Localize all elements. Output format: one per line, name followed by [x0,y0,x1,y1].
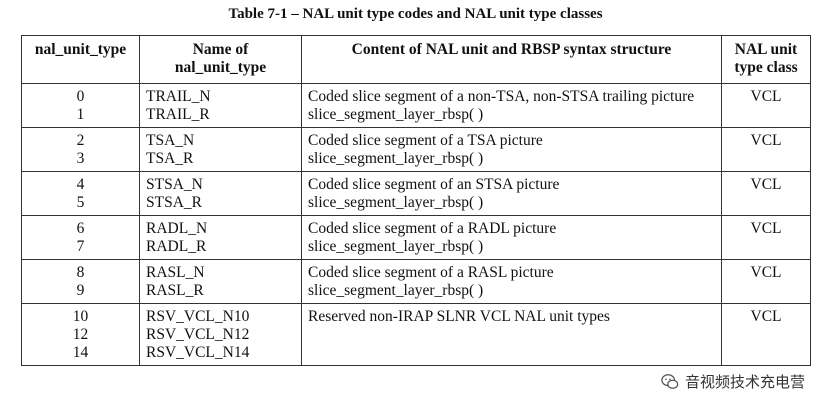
wechat-icon [661,373,679,389]
cell-content: Coded slice segment of a non-TSA, non-ST… [301,83,722,128]
cell-nal-unit-type-line: 5 [76,194,85,211]
cell-type-class: VCL [721,171,811,216]
cell-content-line: slice_segment_layer_rbsp( ) [308,238,484,255]
cell-type-class: VCL [721,215,811,260]
table-title: Table 7-1 – NAL unit type codes and NAL … [228,6,603,22]
cell-name-line: TSA_N [146,132,195,149]
cell-name-line: RSV_VCL_N10 [146,308,250,325]
cell-type-class-value: VCL [750,88,782,105]
cell-type-class-value: VCL [750,264,782,281]
cell-content: Reserved non-IRAP SLNR VCL NAL unit type… [301,303,722,366]
cell-content-line: Coded slice segment of a RASL picture [308,264,554,281]
cell-content-line: Coded slice segment of a TSA picture [308,132,543,149]
cell-content-line: Coded slice segment of a non-TSA, non-ST… [308,88,695,105]
cell-nal-unit-type-line: 1 [76,106,85,123]
cell-name-line: TRAIL_R [146,106,210,123]
cell-name-line: RSV_VCL_N14 [146,344,250,361]
header-name: Name of nal_unit_type [139,35,302,84]
cell-name-line: RSV_VCL_N12 [146,326,250,343]
cell-name-line: RASL_N [146,264,205,281]
watermark: 音视频技术充电营 [656,370,809,393]
cell-type-class: VCL [721,259,811,304]
cell-name-line: RADL_N [146,220,208,237]
cell-nal-unit-type-line: 12 [72,326,89,343]
cell-content-line: slice_segment_layer_rbsp( ) [308,106,484,123]
cell-nal-unit-type-line: 0 [76,88,85,105]
cell-nal-unit-type-line: 6 [76,220,85,237]
cell-content-line: Coded slice segment of a RADL picture [308,220,557,237]
cell-name-line: TSA_R [146,150,194,167]
cell-nal-unit-type-line: 2 [76,132,85,149]
cell-type-class-value: VCL [750,308,782,325]
header-type-class: NAL unit type class [721,35,811,84]
cell-name-line: STSA_N [146,176,203,193]
cell-content-line: Reserved non-IRAP SLNR VCL NAL unit type… [308,308,610,325]
cell-name-line: STSA_R [146,194,202,211]
cell-type-class-value: VCL [750,220,782,237]
cell-type-class-value: VCL [750,176,782,193]
header-content: Content of NAL unit and RBSP syntax stru… [301,35,722,84]
header-nal-unit-type: nal_unit_type [21,35,140,84]
cell-content-line: slice_segment_layer_rbsp( ) [308,194,484,211]
table-header-row: nal_unit_type Name of nal_unit_type Cont… [21,35,811,84]
cell-type-class: VCL [721,303,811,366]
cell-name-line: RASL_R [146,282,204,299]
nal-unit-type-table: nal_unit_type Name of nal_unit_type Cont… [21,35,811,366]
cell-nal-unit-type-line: 8 [76,264,85,281]
cell-nal-unit-type-line: 10 [72,308,89,325]
cell-nal-unit-type-line: 3 [76,150,85,167]
cell-name-line: RADL_R [146,238,207,255]
cell-type-class: VCL [721,127,811,172]
cell-content-line: slice_segment_layer_rbsp( ) [308,282,484,299]
cell-content-line: slice_segment_layer_rbsp( ) [308,150,484,167]
cell-content-line: Coded slice segment of an STSA picture [308,176,560,193]
cell-type-class: VCL [721,83,811,128]
cell-nal-unit-type-line: 4 [76,176,85,193]
watermark-text: 音视频技术充电营 [684,373,805,391]
cell-name-line: TRAIL_N [146,88,211,105]
cell-nal-unit-type-line: 7 [76,238,85,255]
cell-nal-unit-type-line: 9 [76,282,85,299]
cell-nal-unit-type-line: 14 [72,344,89,361]
cell-type-class-value: VCL [750,132,782,149]
